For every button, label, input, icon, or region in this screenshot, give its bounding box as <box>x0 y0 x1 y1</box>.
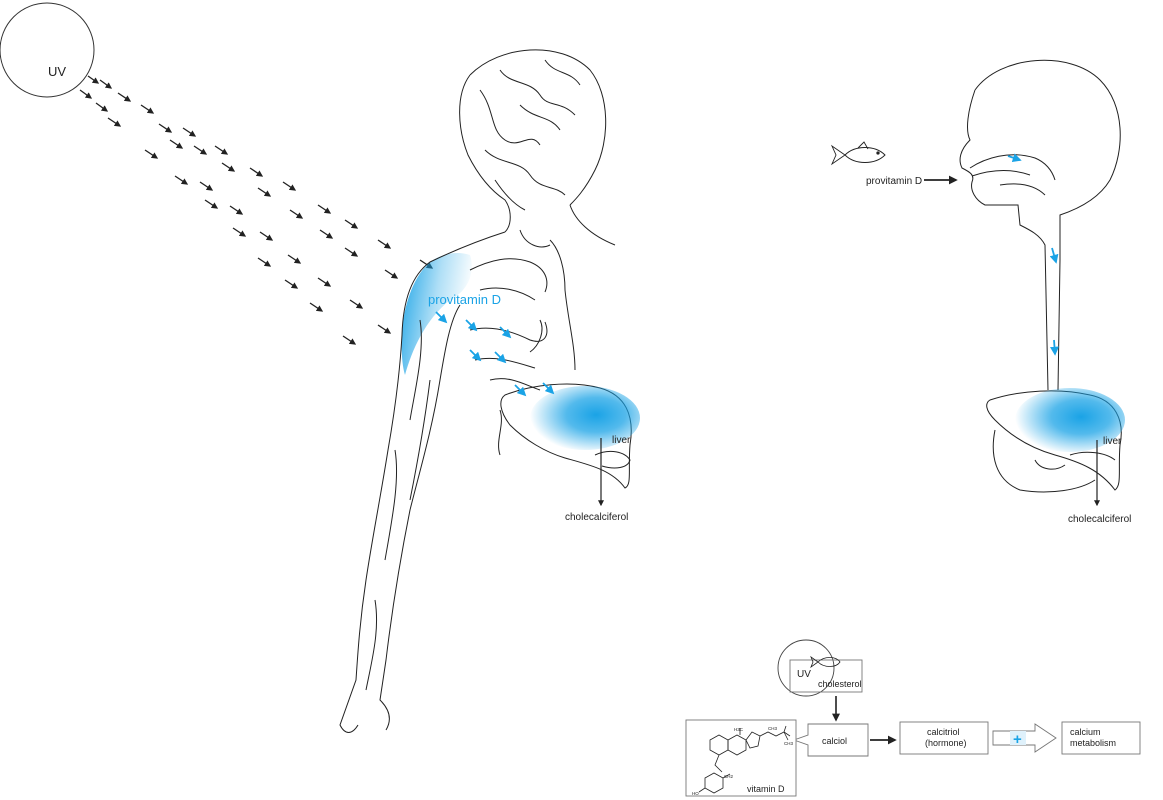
vitamin-d-molecule <box>698 725 791 794</box>
calcium-box <box>1061 721 1141 755</box>
uv-label: UV <box>48 64 66 79</box>
liver-glow-left <box>530 386 640 450</box>
vitamin-d-structure-box <box>685 719 797 797</box>
metabolism-label: metabolism <box>1070 738 1116 748</box>
cholecalciferol-label-left: cholecalciferol <box>565 512 628 523</box>
blue-arrows-right <box>1007 153 1059 356</box>
plus-sign: + <box>1013 731 1022 748</box>
chem-label: CH3 <box>784 741 793 746</box>
liver-label-left: liver <box>612 435 631 446</box>
uv-rays <box>79 75 434 345</box>
sun-icon <box>0 2 95 98</box>
blue-arrows-left <box>435 311 555 397</box>
vitamin-d-label: vitamin D <box>747 784 785 794</box>
hormone-label: (hormone) <box>925 738 967 748</box>
sun-icon <box>777 639 835 697</box>
flow-diagram: UV cholesterol calciol calcitriol (hormo… <box>685 639 1141 797</box>
calciol-box <box>792 723 869 757</box>
fish-icon <box>830 141 886 166</box>
calciol-label: calciol <box>822 736 847 746</box>
skin-provitamin-label: provitamin D <box>428 292 501 307</box>
flow-uv-label: UV <box>797 669 811 680</box>
liver-glow-right <box>1015 388 1125 452</box>
head-outline <box>959 59 1122 493</box>
calcium-label: calcium <box>1070 727 1101 737</box>
plus-arrow-icon: + <box>992 723 1057 753</box>
chem-label: HO <box>692 791 699 796</box>
chem-label: H3C <box>734 727 744 732</box>
chem-label: CH3 <box>768 726 777 731</box>
liver-label-right: liver <box>1103 436 1122 447</box>
fish-icon <box>810 655 841 669</box>
cholesterol-label: cholesterol <box>818 679 862 689</box>
cholesterol-box <box>789 659 863 693</box>
cholecalciferol-label-right: cholecalciferol <box>1068 514 1131 525</box>
skin-glow <box>401 252 472 375</box>
body-outline <box>339 49 632 733</box>
chem-label: CH2 <box>724 774 733 779</box>
calcitriol-label: calcitriol <box>927 727 960 737</box>
diet-provitamin-label: provitamin D <box>866 176 922 187</box>
calcitriol-box <box>899 721 989 755</box>
